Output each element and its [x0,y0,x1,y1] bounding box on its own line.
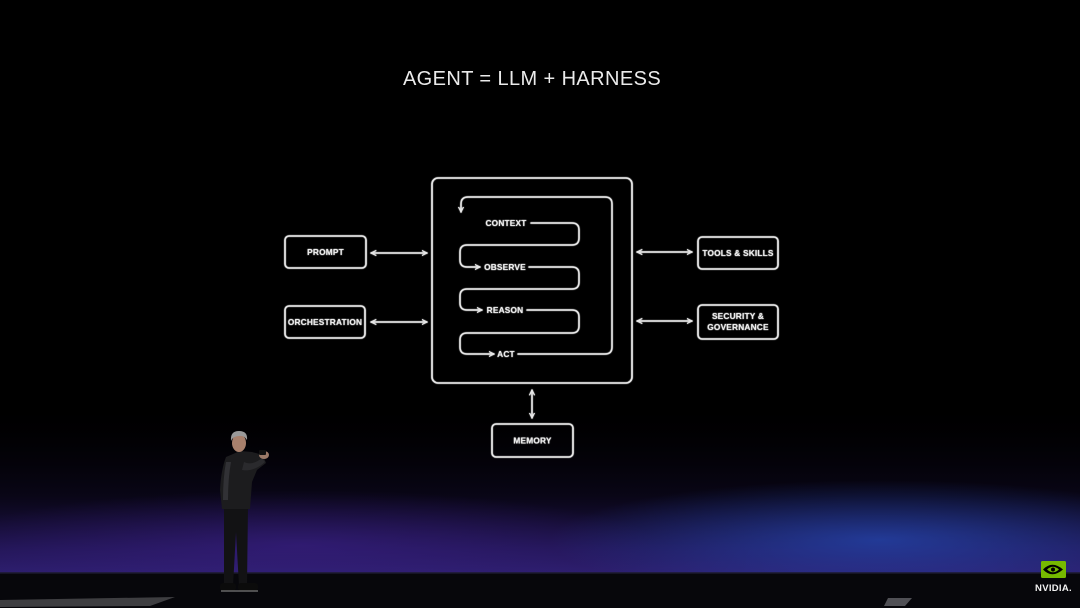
loop-arrow-reason-to-act [459,309,580,354]
presenter-arm [242,458,265,471]
nvidia-wordmark: NVIDIA. [1035,583,1072,594]
presenter-hair [230,431,248,441]
security-label-line1: SECURITY & [712,311,764,321]
prompt-box [284,235,367,269]
stage-floor [0,573,1080,608]
loop-label-act: ACT [497,349,515,359]
presenter-face [232,434,246,452]
presenter-jacket-highlight [223,462,231,500]
slide-title: AGENT = LLM + HARNESS [403,68,661,90]
nvidia-eye-icon [1041,561,1066,578]
presenter-clicker [259,450,266,455]
harness-box [431,177,633,384]
tools-skills-label: TOOLS & SKILLS [702,248,774,258]
loop-arrow-act-to-context [461,196,613,355]
security-governance-box [697,304,779,340]
nvidia-logo: NVIDIA. [1035,561,1072,594]
presenter-shoe-left [220,583,236,591]
presenter [220,431,269,592]
orchestration-label: ORCHESTRATION [288,317,362,327]
tools-skills-box [697,236,779,270]
stage-glow-blue [550,480,1080,600]
orchestration-box [284,305,366,339]
loop-label-context: CONTEXT [485,218,526,228]
loop-label-reason: REASON [487,305,524,315]
presenter-legs [224,505,248,586]
agent-harness-diagram: CONTEXT OBSERVE REASON ACT PROMPT ORCHES… [284,177,779,458]
loop-label-observe: OBSERVE [484,262,526,272]
memory-label: MEMORY [513,436,551,446]
prompt-label: PROMPT [307,247,344,257]
loop-arrow-context-to-observe [459,222,580,267]
presenter-shoe-right [238,583,258,591]
stage-light-spot [884,598,912,606]
memory-box [491,423,574,458]
stage-light-streak [0,597,175,607]
security-label-line2: GOVERNANCE [707,322,769,332]
loop-arrow-observe-to-reason [459,266,580,310]
